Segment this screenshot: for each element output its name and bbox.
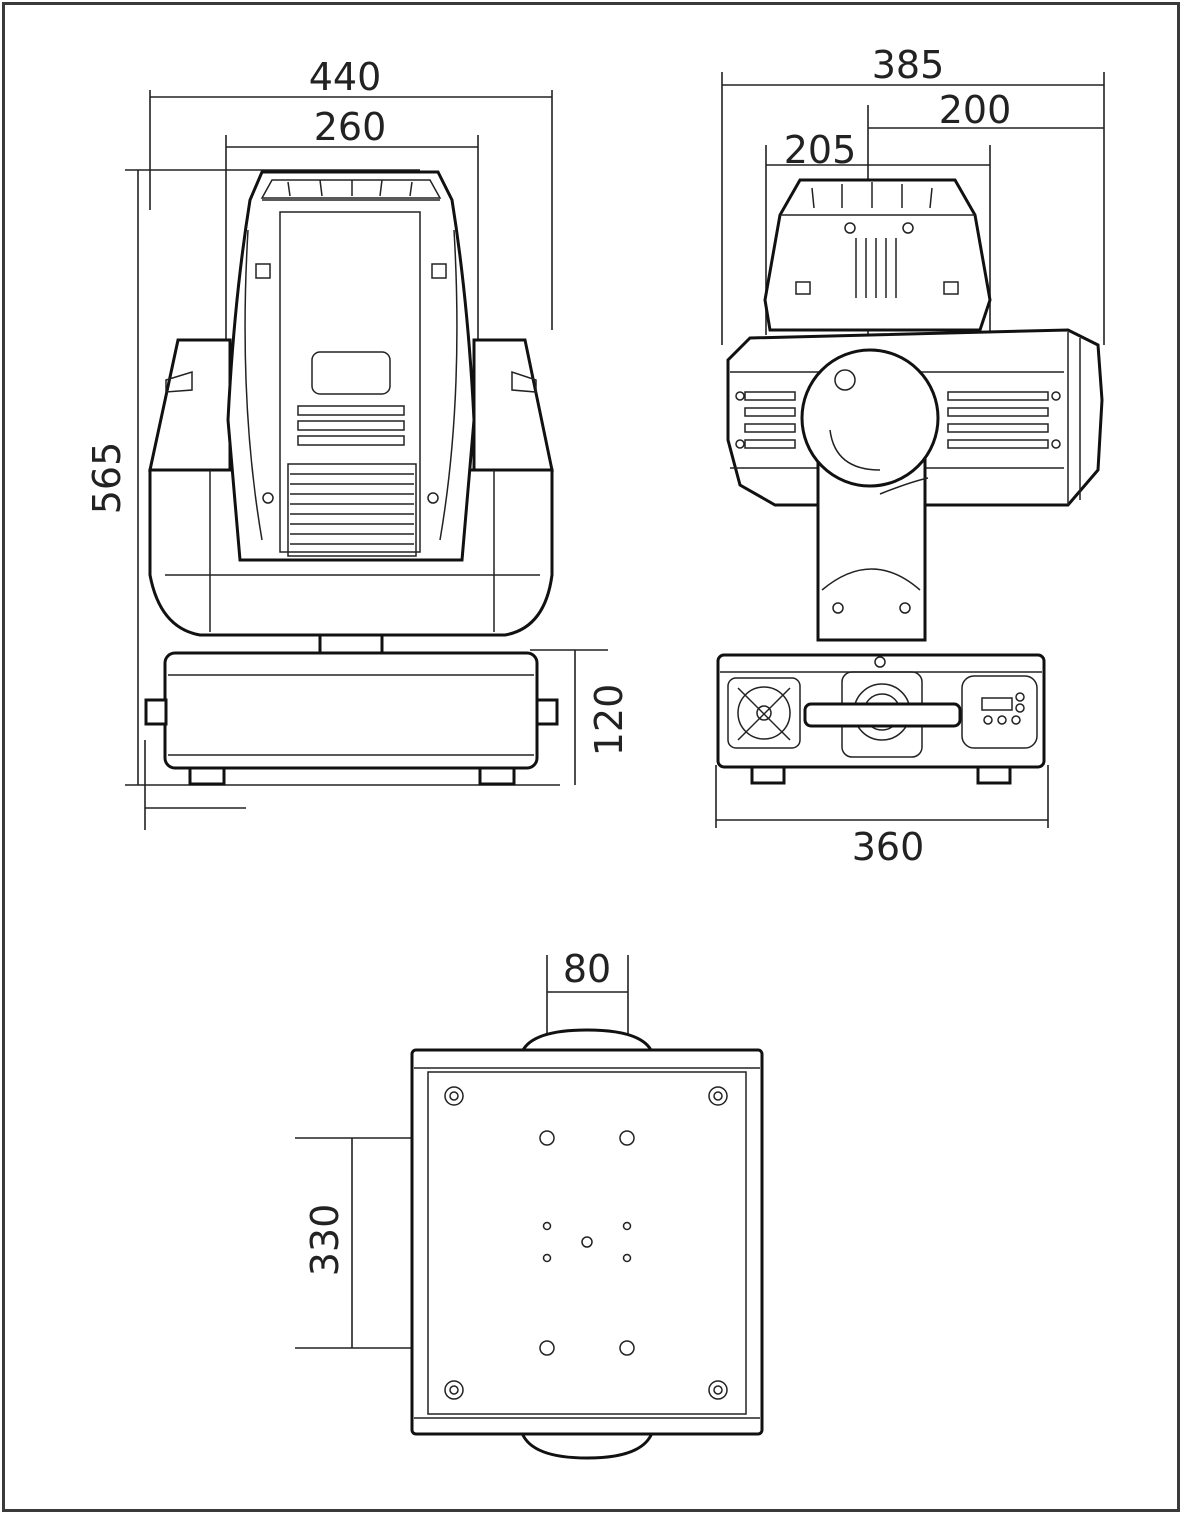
dimension-head-width: 260 xyxy=(314,105,387,149)
dimension-base-height: 120 xyxy=(587,684,631,757)
dimension-base-depth: 360 xyxy=(852,825,925,869)
dimension-rear-depth: 200 xyxy=(939,88,1012,132)
dimension-hole-spacing-y: 330 xyxy=(303,1204,347,1277)
front-view xyxy=(125,90,608,830)
dimension-overall-height: 565 xyxy=(85,442,129,515)
side-view xyxy=(715,72,1105,828)
dimension-overall-width: 440 xyxy=(309,55,382,99)
dimension-hole-spacing-x: 80 xyxy=(563,947,611,991)
bottom-view xyxy=(295,955,764,1460)
dimension-front-depth: 205 xyxy=(784,128,857,172)
dimension-overall-depth: 385 xyxy=(872,43,945,87)
